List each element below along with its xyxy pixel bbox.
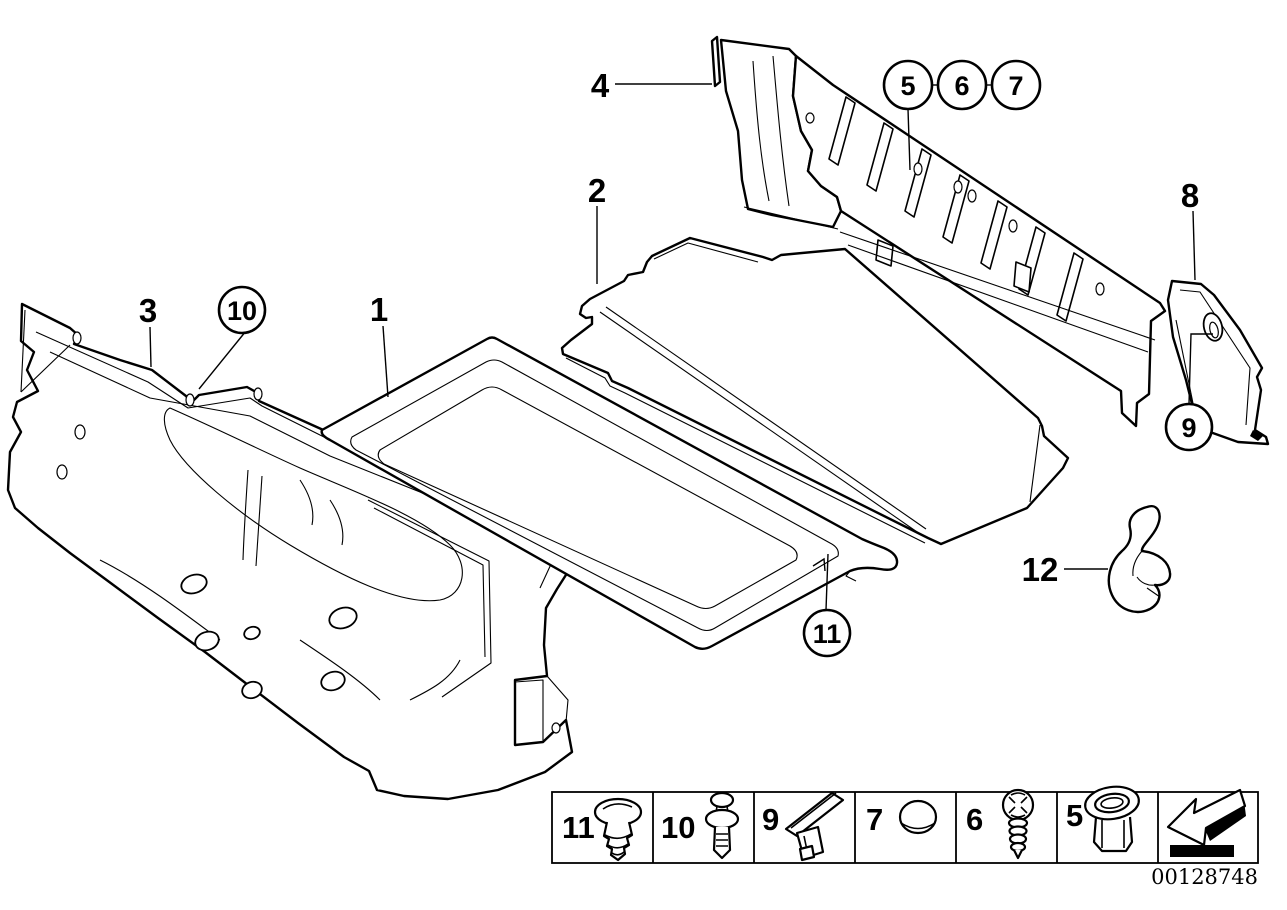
legend-cell-10: 10 — [661, 791, 740, 860]
callout-7-label[interactable]: 7 — [1008, 71, 1023, 101]
image-number: 00128748 — [1151, 865, 1258, 889]
legend-cell-arrow — [1166, 788, 1247, 857]
legend-9-label: 9 — [762, 802, 779, 837]
legend-11-label: 11 — [562, 810, 595, 845]
callout-10-label[interactable]: 10 — [227, 296, 257, 326]
callout-12[interactable]: 12 — [1022, 551, 1108, 588]
legend-cell-11: 11 — [562, 797, 643, 862]
part-2-floor-mat-drawing — [560, 236, 1070, 546]
callout-10[interactable]: 10 — [198, 285, 267, 390]
callout-4[interactable]: 4 — [591, 67, 712, 104]
clamp-clip-icon — [784, 791, 845, 862]
legend-6-label: 6 — [966, 802, 983, 837]
callout-2-label[interactable]: 2 — [588, 172, 606, 209]
legend-7-label: 7 — [866, 802, 883, 837]
part-3-insulation-panel-drawing — [6, 302, 574, 801]
legend-cell-7: 7 — [866, 799, 938, 837]
callout-3-label[interactable]: 3 — [139, 292, 157, 329]
expanding-rivet-icon — [593, 797, 643, 862]
callout-1[interactable]: 1 — [370, 291, 389, 398]
legend-cell-9: 9 — [762, 791, 845, 862]
callout-11[interactable]: 11 — [802, 553, 852, 658]
callout-11-label[interactable]: 11 — [813, 619, 842, 649]
callout-4-label[interactable]: 4 — [591, 67, 610, 104]
callout-6[interactable]: 6 — [936, 59, 988, 111]
callout-6-label[interactable]: 6 — [954, 71, 969, 101]
callout-3[interactable]: 3 — [139, 292, 157, 368]
phillips-screw-icon — [1001, 788, 1035, 860]
legend-5-label: 5 — [1066, 798, 1083, 833]
legend-10-label: 10 — [661, 810, 695, 845]
cover-cap-icon — [898, 799, 938, 835]
part-12-hook-drawing — [1107, 504, 1172, 614]
callout-8-label[interactable]: 8 — [1181, 177, 1199, 214]
callout-5[interactable]: 5 — [882, 59, 934, 171]
legend-cell-6: 6 — [966, 788, 1035, 860]
callout-5-label[interactable]: 5 — [900, 71, 915, 101]
part-4-rear-trim-panel-drawing — [710, 35, 1167, 428]
callout-2[interactable]: 2 — [588, 172, 606, 284]
callout-1-label[interactable]: 1 — [370, 291, 388, 328]
callout-7[interactable]: 7 — [990, 59, 1042, 111]
part-1-shelf-panel-drawing — [320, 336, 899, 650]
legend-cell-5: 5 — [1066, 785, 1140, 853]
direction-arrow-icon — [1166, 788, 1247, 857]
part-4-rib-slots — [828, 96, 1084, 322]
grommet-icon — [1084, 785, 1140, 853]
callout-9-label[interactable]: 9 — [1181, 413, 1196, 443]
callout-12-label[interactable]: 12 — [1022, 551, 1059, 588]
callout-9[interactable]: 9 — [1164, 333, 1214, 452]
pin-rivet-icon — [704, 791, 740, 860]
hardware-legend: 11 10 9 — [551, 785, 1259, 864]
callout-8[interactable]: 8 — [1181, 177, 1199, 281]
